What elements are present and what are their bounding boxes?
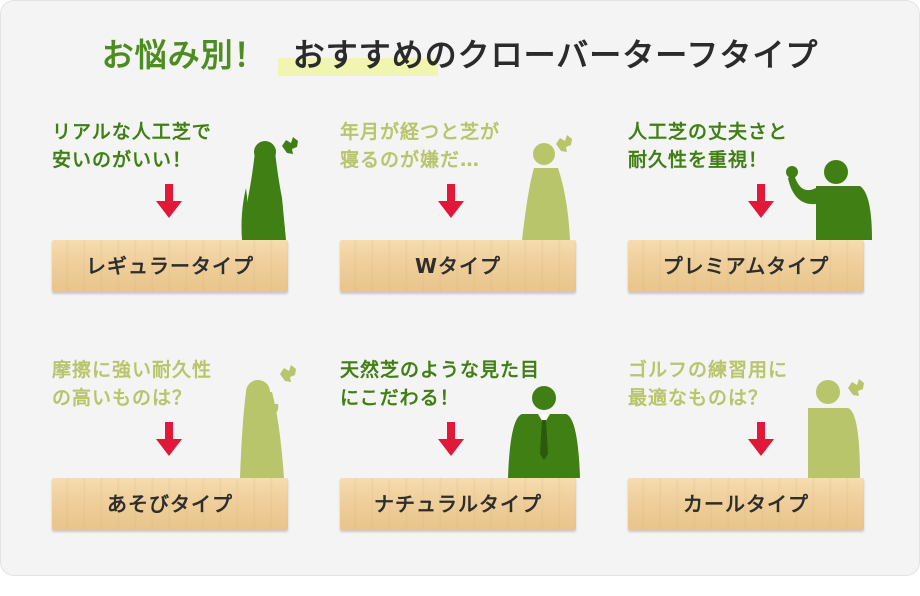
arrow-down-icon	[748, 422, 774, 456]
card-question: ゴルフの練習用に 最適なものは？	[628, 359, 789, 409]
title-highlight	[278, 58, 438, 76]
type-label-plank: あそびタイプ	[52, 478, 288, 530]
type-label-plank: プレミアムタイプ	[628, 240, 864, 292]
card-w: 年月が経つと芝が 寝るのが嫌だ… Wタイプ	[340, 118, 590, 358]
card-premium: 人工芝の丈夫さと 耐久性を重視！ プレミアムタイプ	[628, 118, 878, 358]
title-part2: おすすめのクローバーターフタイプ	[292, 36, 819, 74]
card-question: 天然芝のような見た目 にこだわる！	[340, 359, 541, 409]
woman-thinking-icon	[522, 135, 572, 240]
card-question: 年月が経つと芝が 寝るのが嫌だ…	[340, 121, 501, 171]
man-thinking-icon	[808, 379, 864, 478]
woman-pondering-icon	[240, 365, 296, 478]
card-regular: リアルな人工芝で 安いのがいい！ レギュラータイプ	[52, 118, 302, 358]
man-fist-icon	[786, 160, 872, 240]
title-part1: お悩み別！	[101, 36, 267, 74]
card-curl: ゴルフの練習用に 最適なものは？ カールタイプ	[628, 356, 878, 596]
card-question: リアルな人工芝で 安いのがいい！	[52, 121, 212, 171]
man-suit-icon	[508, 386, 580, 478]
type-label-plank: Wタイプ	[340, 240, 576, 292]
card-question: 摩擦に強い耐久性 の高いものは？	[52, 359, 213, 409]
card-natural: 天然芝のような見た目 にこだわる！ ナチュラルタイプ	[340, 356, 590, 596]
arrow-down-icon	[438, 184, 464, 218]
arrow-down-icon	[156, 422, 182, 456]
card-asobi: 摩擦に強い耐久性 の高いものは？ あそびタイプ	[52, 356, 302, 596]
type-label-plank: カールタイプ	[628, 478, 864, 530]
page-title: お悩み別！ おすすめのクローバーターフタイプ	[0, 30, 920, 80]
arrow-down-icon	[748, 184, 774, 218]
type-label-plank: レギュラータイプ	[52, 240, 288, 292]
type-label-plank: ナチュラルタイプ	[340, 478, 576, 530]
woman-frustrated-icon	[241, 137, 298, 240]
arrow-down-icon	[438, 422, 464, 456]
card-question: 人工芝の丈夫さと 耐久性を重視！	[628, 121, 789, 171]
arrow-down-icon	[156, 184, 182, 218]
